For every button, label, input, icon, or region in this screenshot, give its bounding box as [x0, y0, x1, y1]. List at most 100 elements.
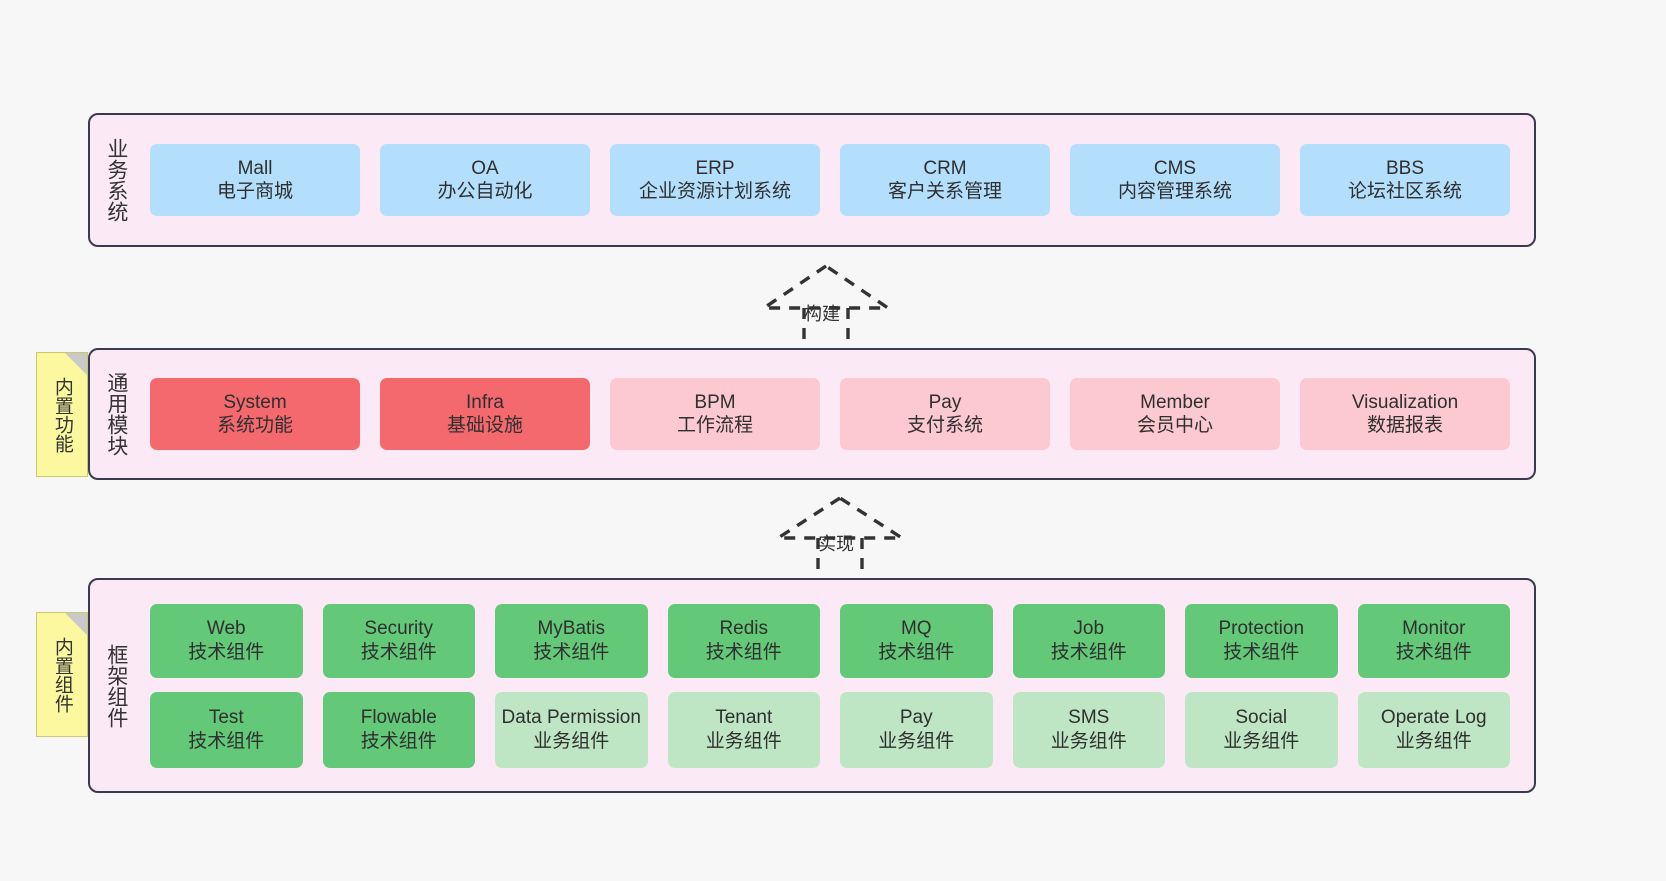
note-label: 内置功能 [51, 376, 73, 453]
node-title-cn: 技术组件 [1223, 641, 1300, 663]
node-title-cn: 业务组件 [878, 730, 955, 752]
band-body-business-systems: Mall 电子商城 OA 办公自动化 ERP 企业资源计划系统 CRM 客户关系… [136, 115, 1534, 245]
node-title-cn: 技术组件 [188, 730, 265, 752]
node-title-en: MQ [900, 618, 932, 640]
node-web[interactable]: Web 技术组件 [150, 603, 303, 678]
node-title-en: BPM [694, 391, 736, 413]
node-pay-business[interactable]: Pay 业务组件 [840, 691, 993, 768]
note-fold-icon [65, 353, 87, 375]
node-pay[interactable]: Pay 支付系统 [840, 378, 1050, 450]
node-flowable[interactable]: Flowable 技术组件 [322, 691, 475, 768]
node-title-cn: 基础设施 [446, 415, 523, 436]
node-title-en: Infra [465, 391, 505, 413]
node-title-en: CMS [1153, 157, 1197, 179]
note-label: 内置组件 [51, 636, 73, 713]
node-mybatis[interactable]: MyBatis 技术组件 [495, 603, 648, 678]
band-business-systems: 业务系统 Mall 电子商城 OA 办公自动化 ERP 企业资源计划系统 [88, 113, 1536, 247]
node-redis[interactable]: Redis 技术组件 [667, 603, 820, 678]
node-title-en: OA [471, 157, 499, 179]
node-bpm[interactable]: BPM 工作流程 [610, 378, 820, 450]
node-tenant[interactable]: Tenant 业务组件 [667, 691, 820, 768]
node-title-en: Test [208, 707, 244, 729]
band-title-business-systems: 业务系统 [104, 138, 128, 222]
node-title-cn: 技术组件 [1050, 641, 1127, 663]
node-cms[interactable]: CMS 内容管理系统 [1070, 144, 1280, 216]
node-title-cn: 数据报表 [1366, 415, 1443, 436]
node-title-cn: 会员中心 [1136, 415, 1213, 436]
note-fold-icon [65, 613, 87, 635]
node-test[interactable]: Test 技术组件 [150, 691, 303, 768]
node-title-cn: 技术组件 [1395, 641, 1472, 663]
node-title-en: Pay [899, 707, 933, 729]
node-title-en: Web [206, 618, 246, 640]
band-body-common-modules: System 系统功能 Infra 基础设施 BPM 工作流程 Pay 支付系统 [136, 350, 1534, 478]
node-title-en: Monitor [1402, 618, 1466, 640]
node-title-en: CRM [923, 157, 967, 179]
node-visualization[interactable]: Visualization 数据报表 [1300, 378, 1510, 450]
node-title-en: MyBatis [537, 618, 606, 640]
node-row: Mall 电子商城 OA 办公自动化 ERP 企业资源计划系统 CRM 客户关系… [140, 144, 1520, 216]
node-oa[interactable]: OA 办公自动化 [380, 144, 590, 216]
node-row: Test 技术组件 Flowable 技术组件 Data Permission … [140, 691, 1520, 768]
node-title-cn: 办公自动化 [437, 181, 533, 202]
band-title-common-modules: 通用模块 [104, 372, 128, 456]
node-security[interactable]: Security 技术组件 [322, 603, 475, 678]
node-operate-log[interactable]: Operate Log 业务组件 [1357, 691, 1510, 768]
band-common-modules: 通用模块 System 系统功能 Infra 基础设施 BPM 工作流程 [88, 348, 1536, 480]
node-title-en: System [223, 391, 287, 413]
node-title-cn: 业务组件 [705, 730, 782, 752]
node-job[interactable]: Job 技术组件 [1012, 603, 1165, 678]
node-member[interactable]: Member 会员中心 [1070, 378, 1280, 450]
node-row: Web 技术组件 Security 技术组件 MyBatis 技术组件 Redi… [140, 603, 1520, 678]
node-title-cn: 技术组件 [360, 641, 437, 663]
node-title-cn: 技术组件 [705, 641, 782, 663]
node-title-cn: 技术组件 [533, 641, 610, 663]
node-title-cn: 电子商城 [216, 181, 293, 202]
connector-implement: 实现 [770, 490, 920, 576]
node-mq[interactable]: MQ 技术组件 [840, 603, 993, 678]
node-title-en: Operate Log [1380, 707, 1487, 729]
node-row: System 系统功能 Infra 基础设施 BPM 工作流程 Pay 支付系统 [140, 378, 1520, 450]
connector-label-build: 构建 [804, 304, 840, 324]
node-title-en: Data Permission [501, 707, 641, 729]
node-title-cn: 技术组件 [360, 730, 437, 752]
node-sms[interactable]: SMS 业务组件 [1012, 691, 1165, 768]
node-title-cn: 业务组件 [1395, 730, 1472, 752]
node-title-en: Social [1235, 707, 1288, 729]
node-title-cn: 业务组件 [1050, 730, 1127, 752]
connector-label-implement: 实现 [818, 534, 854, 554]
node-title-cn: 业务组件 [1223, 730, 1300, 752]
node-crm[interactable]: CRM 客户关系管理 [840, 144, 1050, 216]
band-body-framework-components: Web 技术组件 Security 技术组件 MyBatis 技术组件 Redi… [136, 580, 1534, 791]
node-system[interactable]: System 系统功能 [150, 378, 360, 450]
node-title-en: Redis [719, 618, 769, 640]
node-title-en: Protection [1218, 618, 1305, 640]
node-title-cn: 论坛社区系统 [1347, 181, 1462, 202]
node-title-cn: 客户关系管理 [887, 181, 1002, 202]
node-monitor[interactable]: Monitor 技术组件 [1357, 603, 1510, 678]
node-title-cn: 技术组件 [188, 641, 265, 663]
node-erp[interactable]: ERP 企业资源计划系统 [610, 144, 820, 216]
node-social[interactable]: Social 业务组件 [1185, 691, 1338, 768]
connector-build: 构建 [756, 258, 906, 350]
node-title-en: Security [364, 618, 434, 640]
note-builtin-components: 内置组件 [36, 612, 88, 737]
node-title-en: Mall [237, 157, 273, 179]
node-title-cn: 企业资源计划系统 [638, 181, 791, 202]
node-title-en: ERP [695, 157, 735, 179]
node-title-en: Visualization [1351, 391, 1459, 413]
band-title-framework-components: 框架组件 [104, 643, 128, 728]
node-title-cn: 内容管理系统 [1117, 181, 1232, 202]
band-framework-components: 框架组件 Web 技术组件 Security 技术组件 MyBatis 技术组件 [88, 578, 1536, 793]
node-title-cn: 工作流程 [676, 415, 753, 436]
node-title-en: Tenant [715, 707, 773, 729]
node-title-en: Pay [928, 391, 962, 413]
node-mall[interactable]: Mall 电子商城 [150, 144, 360, 216]
node-infra[interactable]: Infra 基础设施 [380, 378, 590, 450]
node-bbs[interactable]: BBS 论坛社区系统 [1300, 144, 1510, 216]
node-title-cn: 技术组件 [878, 641, 955, 663]
node-data-permission[interactable]: Data Permission 业务组件 [495, 691, 648, 768]
node-protection[interactable]: Protection 技术组件 [1185, 603, 1338, 678]
node-title-cn: 系统功能 [216, 415, 293, 436]
